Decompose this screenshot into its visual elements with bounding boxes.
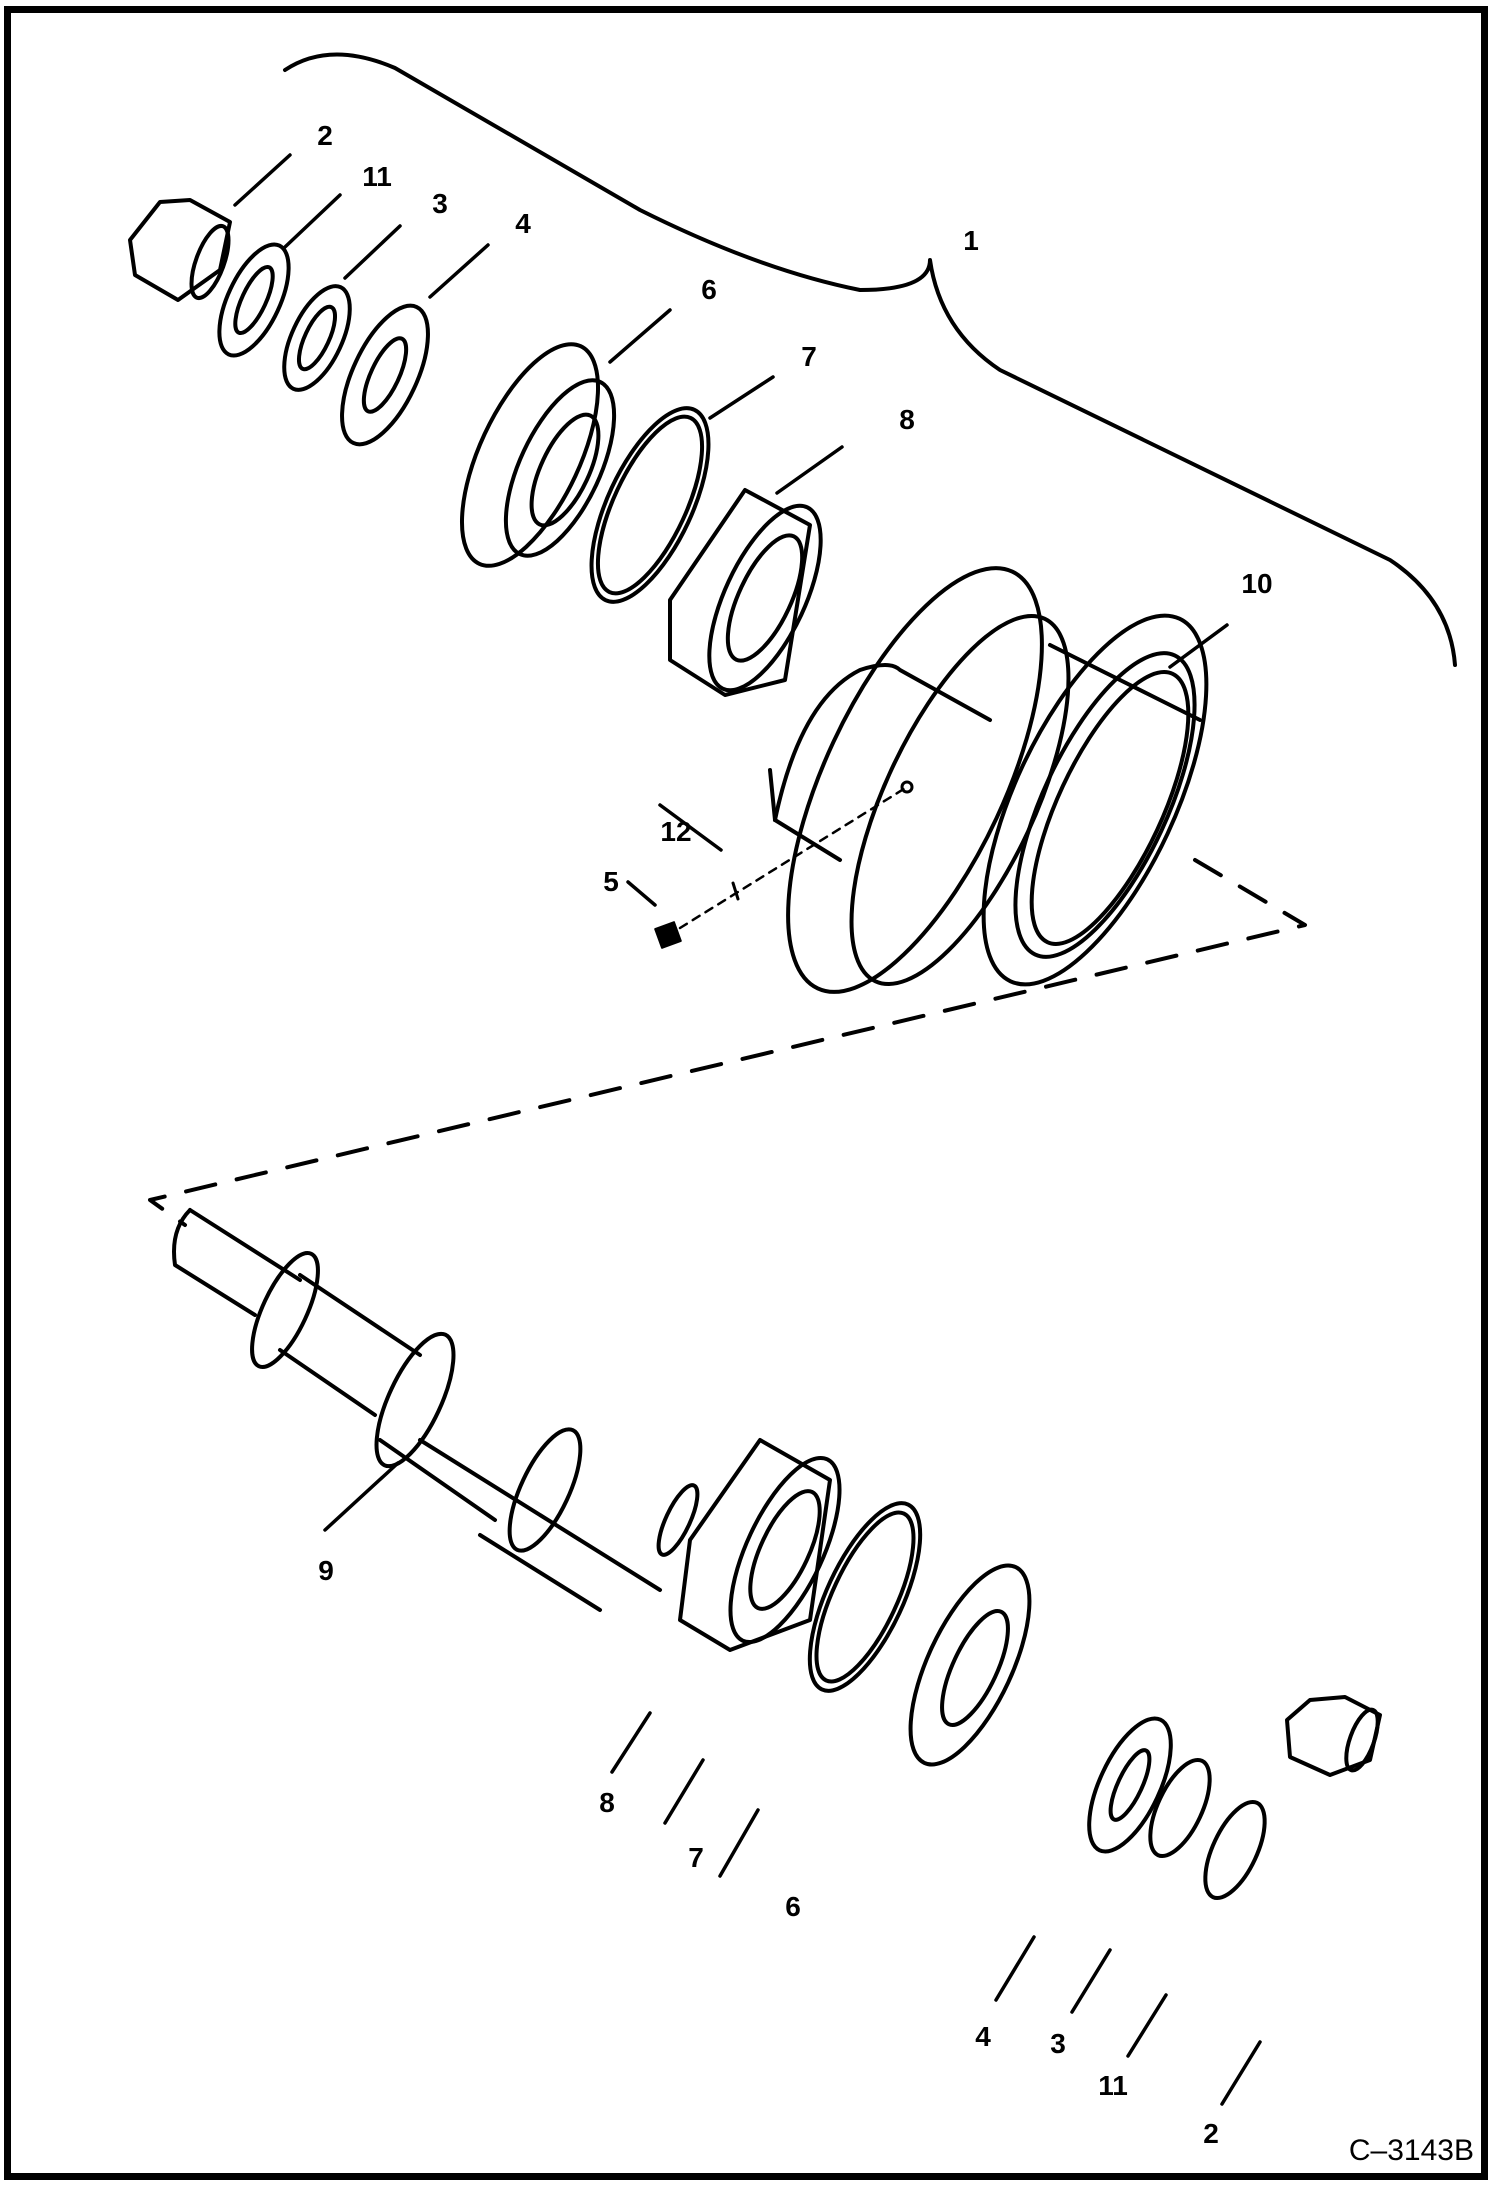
washer-11-bottom [1203, 1799, 1267, 1901]
hex-nut-bottom [1285, 1695, 1382, 1777]
bearing-8-bottom [678, 1438, 842, 1652]
snap-ring-7-top [589, 406, 711, 604]
seal-6-bottom [908, 1563, 1032, 1767]
shaft-9 [172, 1208, 700, 1612]
callout-label: 7 [688, 1842, 704, 1873]
callout-label: 1 [963, 225, 979, 256]
callout-label: 4 [975, 2021, 991, 2052]
assembly-bracket [283, 52, 1457, 667]
washer-11-top [217, 242, 291, 358]
callout-label: 11 [1098, 2070, 1128, 2101]
snap-ring-7-bottom [807, 1501, 923, 1693]
callout-label: 3 [1050, 2028, 1066, 2059]
callout-label: 2 [1203, 2118, 1219, 2149]
figure-code: C–3143B [1348, 2134, 1474, 2167]
callout-label: 3 [432, 188, 448, 219]
plug-5 [654, 921, 682, 949]
callout-label: 4 [515, 208, 531, 239]
seal-6-top [459, 342, 601, 568]
callout-label: 12 [660, 816, 692, 847]
hex-nut-top [128, 198, 232, 302]
callout-label: 9 [318, 1555, 334, 1586]
callout-label: 8 [899, 404, 915, 435]
washer-4-top [340, 303, 430, 447]
callout-label: 10 [1241, 568, 1273, 599]
callout-label: 2 [317, 120, 333, 151]
washer-3-bottom [1148, 1757, 1212, 1859]
plug-path [678, 785, 909, 930]
callout-label: 11 [362, 161, 392, 192]
roller-body-10 [768, 566, 1209, 994]
bearing-8-top [668, 488, 823, 697]
callout-label: 7 [801, 341, 817, 372]
callout-label: 8 [599, 1787, 615, 1818]
diagram-frame [4, 6, 1488, 2180]
washer-3-top [282, 284, 352, 392]
centerline-dashed [148, 858, 1307, 1227]
washer-4-bottom [1087, 1716, 1173, 1854]
callout-label: 6 [701, 274, 717, 305]
leader-lines-top [233, 153, 1229, 907]
callout-label: 6 [785, 1891, 801, 1922]
callout-label: 5 [603, 866, 619, 897]
leader-lines-bottom [610, 1711, 1262, 2106]
